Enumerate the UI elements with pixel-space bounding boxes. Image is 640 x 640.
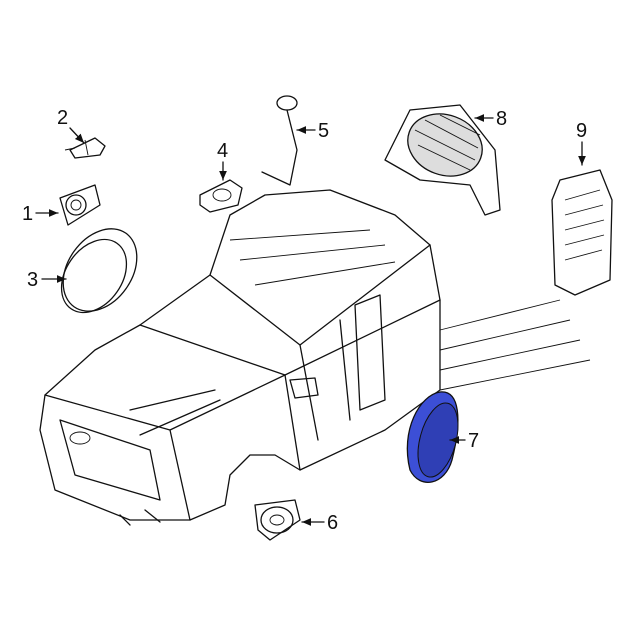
- part-small-speaker[interactable]: [254, 499, 301, 541]
- callout-4[interactable]: 4: [217, 140, 228, 181]
- svg-text:6: 6: [327, 512, 338, 534]
- part-antenna-lead[interactable]: [261, 95, 298, 186]
- callout-8[interactable]: 8: [474, 108, 507, 130]
- part-subwoofer-grille[interactable]: [384, 104, 501, 216]
- part-amplifier[interactable]: [551, 169, 613, 296]
- svg-text:8: 8: [496, 108, 507, 130]
- callout-5[interactable]: 5: [296, 120, 329, 142]
- part-tweeter-bracket[interactable]: [64, 137, 106, 159]
- callout-9[interactable]: 9: [576, 120, 587, 166]
- svg-text:9: 9: [576, 120, 587, 142]
- callout-3[interactable]: 3: [27, 269, 67, 291]
- truck-outline: [39, 189, 591, 526]
- svg-text:4: 4: [217, 140, 228, 162]
- callout-2[interactable]: 2: [57, 107, 85, 144]
- callout-1[interactable]: 1: [22, 203, 59, 225]
- part-rear-door-speaker-highlighted[interactable]: [406, 391, 465, 483]
- part-dash-speaker[interactable]: [199, 179, 243, 213]
- callout-7[interactable]: 7: [449, 430, 479, 452]
- part-door-speaker[interactable]: [48, 215, 152, 325]
- svg-text:5: 5: [318, 120, 329, 142]
- part-tweeter[interactable]: [59, 184, 101, 226]
- callout-6[interactable]: 6: [301, 512, 338, 534]
- svg-text:7: 7: [468, 430, 479, 452]
- svg-text:3: 3: [27, 269, 38, 291]
- svg-text:1: 1: [22, 203, 33, 225]
- svg-text:2: 2: [57, 107, 68, 129]
